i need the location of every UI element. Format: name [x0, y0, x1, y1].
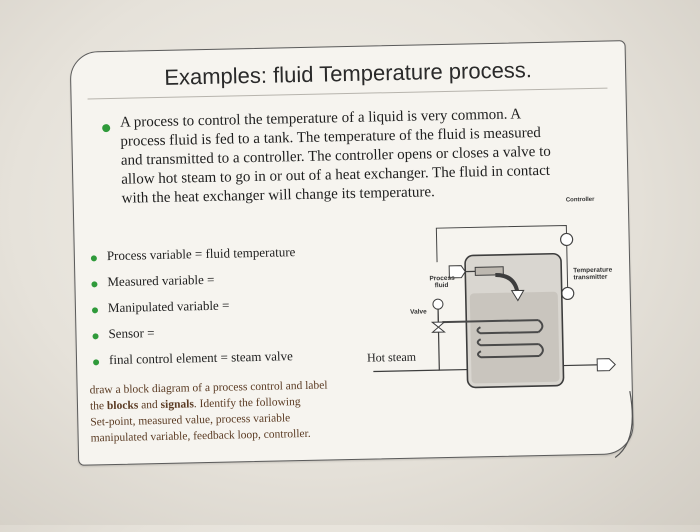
bullet-dot [92, 333, 98, 339]
outlet-arrow-icon [597, 358, 615, 370]
outlet-line [563, 365, 601, 366]
process-fluid-label: Process fluid [429, 275, 453, 289]
description-paragraph: A process to control the temperature of … [120, 105, 562, 209]
process-diagram: Controller Process fluid Temperature tra… [344, 196, 630, 412]
controller-label: Controller [566, 197, 595, 205]
bullet-dot [91, 255, 97, 261]
bullet-dot [92, 307, 98, 313]
temperature-transmitter-label: Temperature transmitter [573, 267, 612, 282]
transmitter-signal-line [567, 245, 568, 287]
diagram-svg [344, 196, 630, 412]
bullet-dot [91, 281, 97, 287]
slide-title: Examples: fluid Temperature process. [71, 55, 625, 93]
valve-icon [432, 299, 445, 332]
temperature-transmitter-icon [562, 287, 574, 299]
blocks-word: blocks [107, 399, 139, 412]
slide-card: Examples: fluid Temperature process. A p… [70, 40, 635, 466]
signals-word: signals [160, 398, 193, 411]
controller-icon [560, 233, 572, 245]
page-curl-mark [600, 381, 642, 462]
bullet-dot [102, 124, 110, 132]
list-item: final control element = steam valve [91, 347, 351, 378]
bullet-dot [93, 359, 99, 365]
tank-fluid [470, 292, 560, 384]
steam-supply-line [438, 304, 467, 371]
hot-steam-line [373, 370, 439, 371]
handwritten-task-note: draw a block diagram of a process contro… [90, 376, 391, 446]
variable-list: Process variable = fluid temperature Mea… [89, 243, 352, 378]
valve-label: Valve [410, 308, 427, 315]
